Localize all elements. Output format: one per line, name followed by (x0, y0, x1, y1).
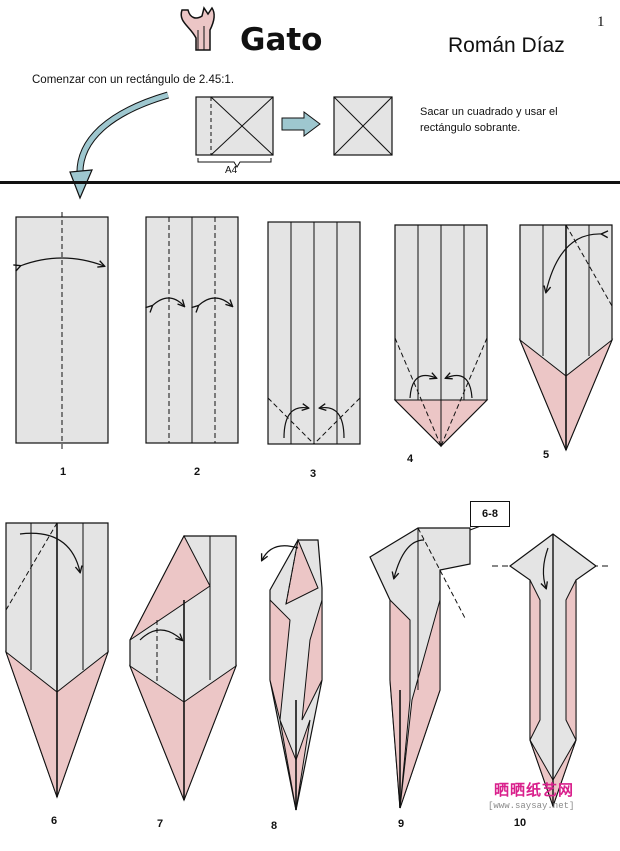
step-number: 2 (193, 466, 201, 478)
step-number: 10 (513, 817, 527, 829)
step-6-diagram (4, 522, 110, 799)
author-name: Román Díaz (448, 34, 565, 57)
instruction-text: Sacar un cuadrado y usar el rectángulo s… (420, 106, 558, 134)
section-divider (0, 181, 620, 184)
resulting-square (333, 96, 393, 156)
cat-logo-icon (180, 6, 215, 51)
step-3-diagram (267, 221, 361, 445)
starting-rectangle (195, 96, 274, 168)
step-1-diagram (16, 212, 109, 452)
step-2-diagram (146, 216, 239, 444)
paper-size-label: A4 (225, 165, 238, 176)
intro-text: Comenzar con un rectángulo de 2.45:1. (32, 74, 235, 86)
watermark-url: [www.saysay.net] (488, 801, 575, 811)
step-5-diagram (518, 224, 614, 452)
step-number: 1 (59, 466, 67, 478)
step-number: 5 (542, 449, 550, 461)
watermark-chinese: 晒晒纸艺网 (494, 782, 575, 799)
page-title: Gato (240, 22, 323, 58)
step-number: 9 (397, 818, 405, 830)
step-4-diagram (393, 224, 489, 448)
step-number: 4 (406, 453, 414, 465)
step-9-diagram (369, 523, 487, 809)
step-number: 6 (50, 815, 58, 827)
step-8-diagram (262, 538, 323, 811)
transfer-arrow-icon (281, 111, 321, 137)
step-number: 3 (309, 468, 317, 480)
step-range-callout: 6-8 (470, 501, 510, 527)
step-number: 7 (156, 818, 164, 830)
go-to-step-arrow-icon (69, 91, 169, 200)
step-10-diagram (492, 533, 612, 808)
page-number: 1 (597, 14, 605, 30)
step-number: 8 (270, 820, 278, 832)
step-7-diagram (128, 534, 238, 802)
